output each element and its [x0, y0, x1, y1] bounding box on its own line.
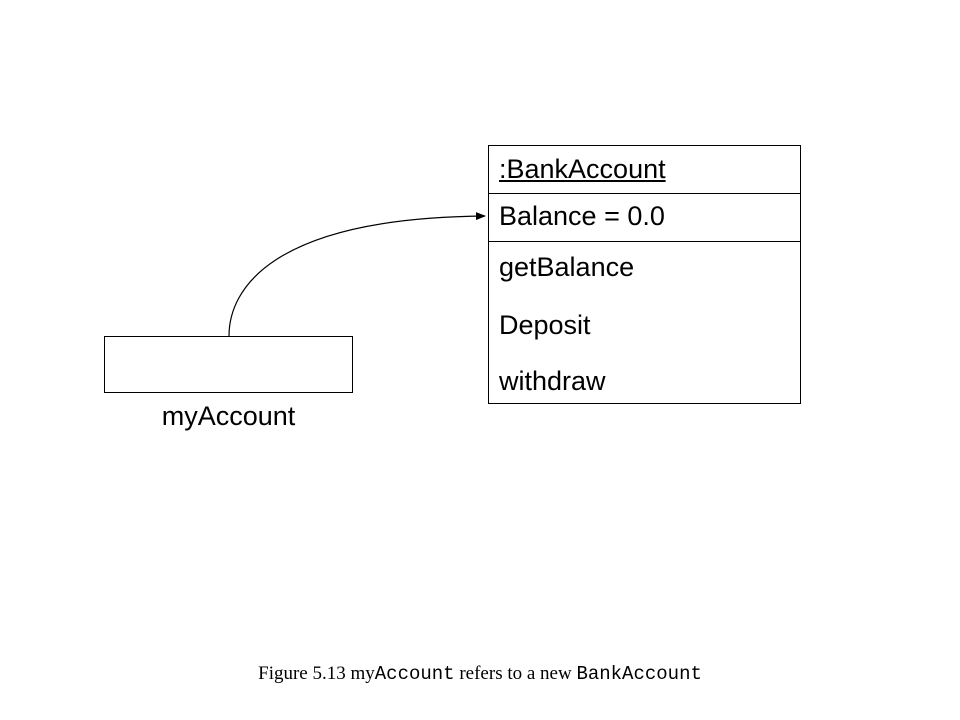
variable-label: myAccount	[161, 401, 296, 431]
methods-compartment: getBalance Deposit withdraw	[489, 242, 800, 403]
caption-code-bankaccount: BankAccount	[576, 663, 702, 685]
reference-arrow	[228, 212, 486, 337]
bank-account-object-box: :BankAccount Balance = 0.0 getBalance De…	[488, 145, 801, 404]
method-deposit: Deposit	[499, 310, 591, 340]
object-name-compartment: :BankAccount	[489, 146, 800, 194]
method-withdraw: withdraw	[499, 366, 606, 396]
object-class-name: :BankAccount	[499, 154, 666, 184]
caption-prefix: Figure 5.13 my	[258, 663, 375, 684]
attribute-balance: Balance = 0.0	[499, 201, 665, 231]
figure-caption: Figure 5.13 myAccount refers to a new Ba…	[0, 661, 960, 687]
method-get-balance: getBalance	[499, 252, 635, 282]
caption-middle: refers to a new	[454, 663, 577, 684]
variable-box	[104, 336, 353, 393]
attribute-compartment: Balance = 0.0	[489, 194, 800, 242]
caption-code-account: Account	[374, 663, 455, 685]
